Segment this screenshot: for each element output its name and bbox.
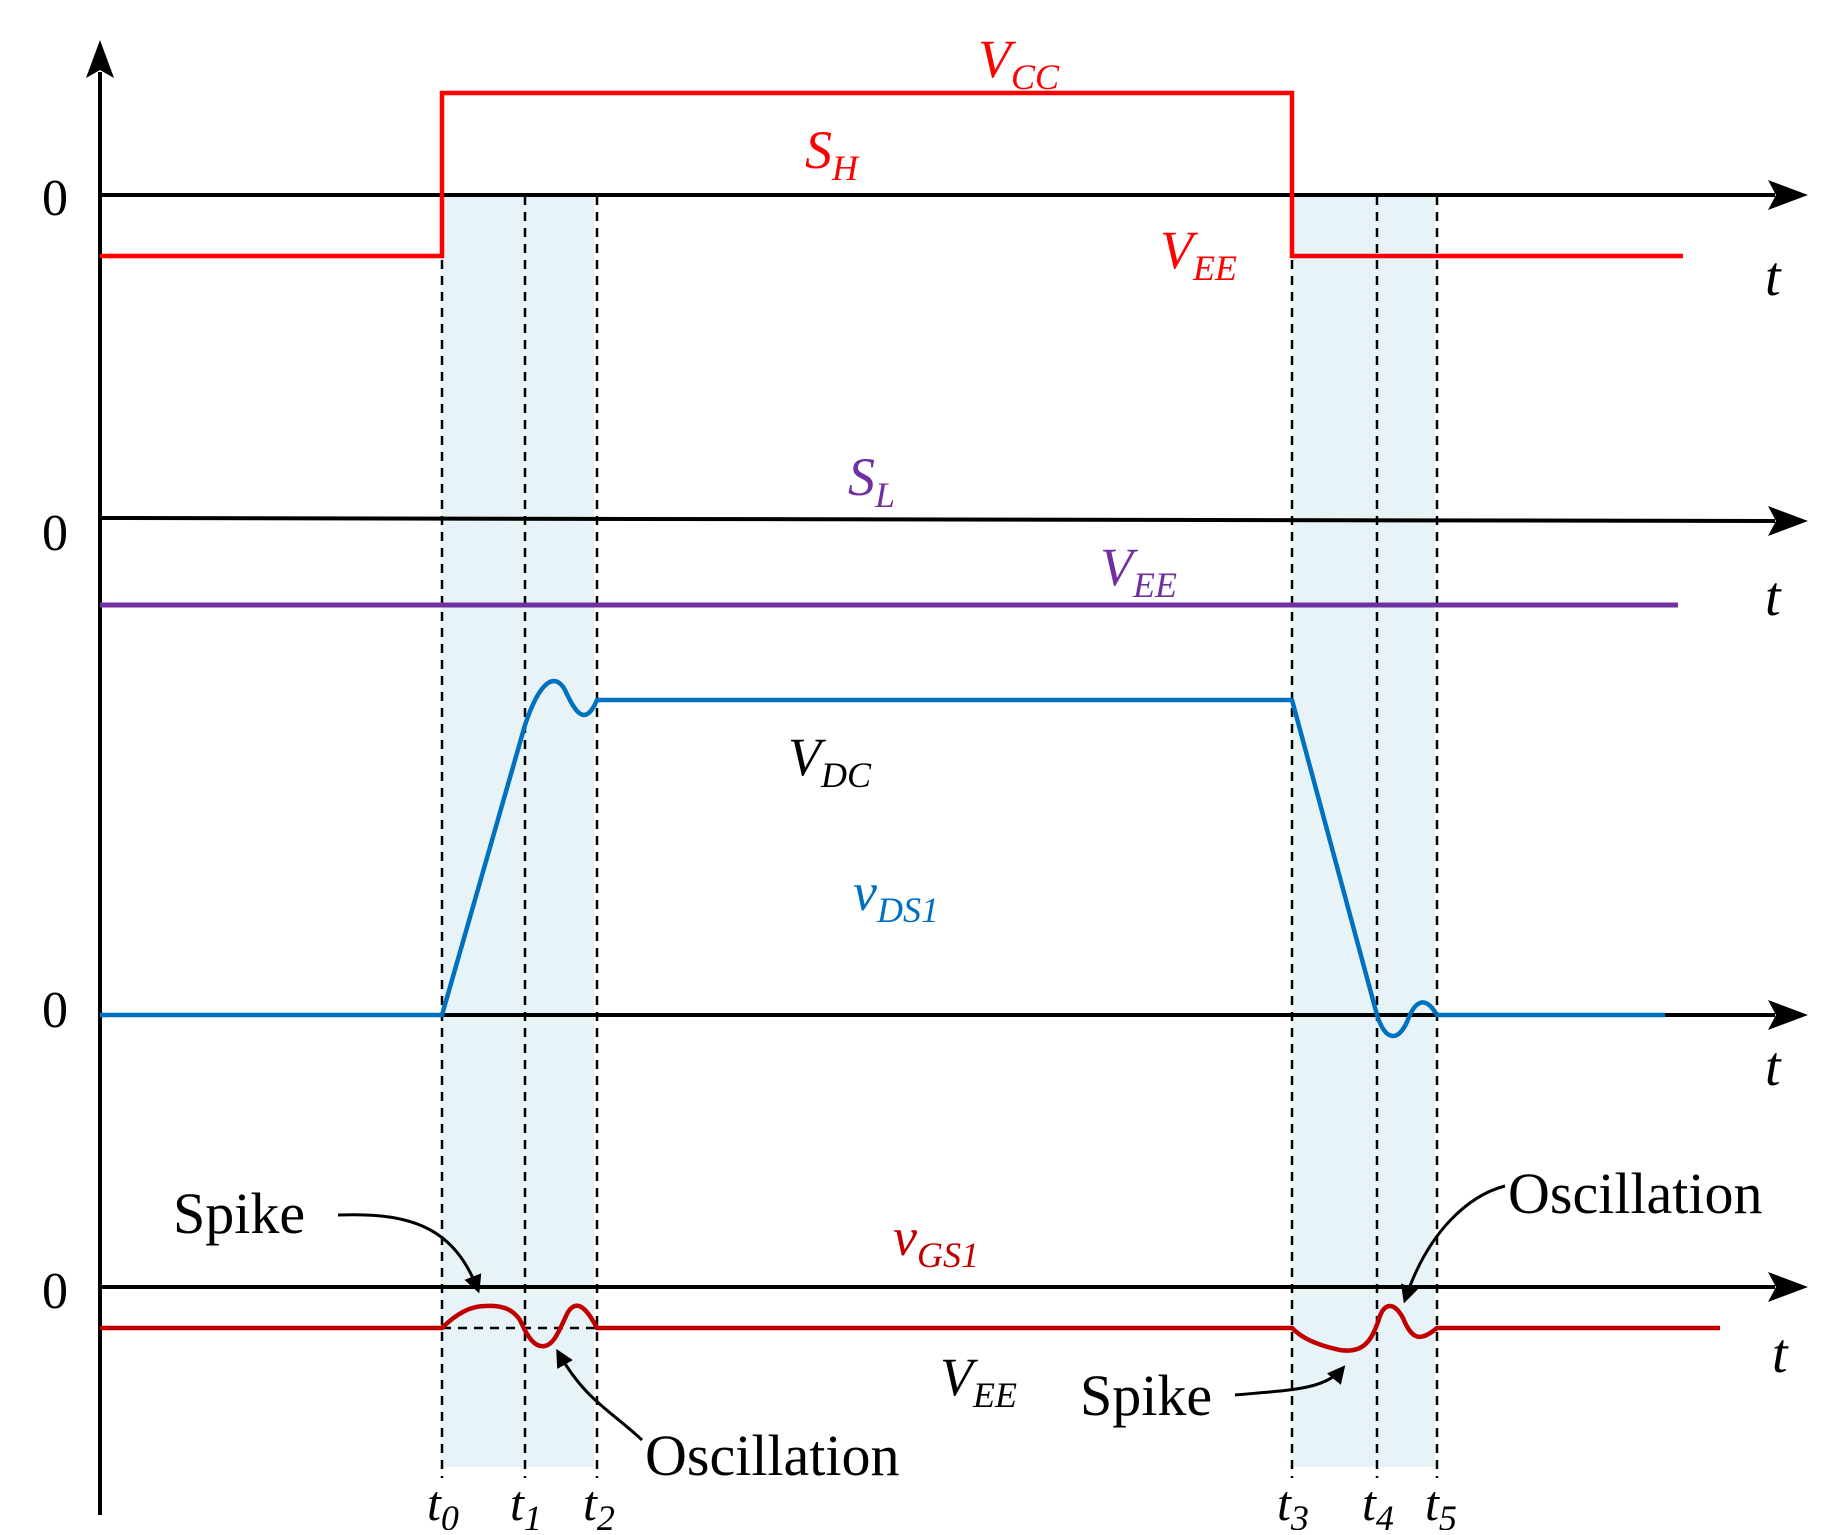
t4-label: t4 xyxy=(1362,1475,1394,1530)
vds1-time-label: t xyxy=(1765,1036,1782,1098)
vgs1-waveform xyxy=(100,1303,1720,1353)
annotation-arrows xyxy=(337,1184,1506,1442)
oscillation-turn-off-annotation: Oscillation xyxy=(1508,1161,1763,1226)
vgs1-zero-label: 0 xyxy=(42,1263,68,1320)
vertical-axis-arrowhead xyxy=(86,40,114,78)
oscillation-turn-on-annotation: Oscillation xyxy=(645,1423,900,1488)
sh-time-label: t xyxy=(1765,246,1782,308)
sh-axis-arrowhead xyxy=(1768,180,1808,210)
vds1-waveform xyxy=(100,678,1665,1038)
spike-turn-off-annotation: Spike xyxy=(1080,1363,1212,1428)
t0-label: t0 xyxy=(427,1475,459,1530)
oscillation-turn-off-arrow xyxy=(1400,1184,1506,1304)
turn-off-shade-region xyxy=(1292,196,1435,1467)
sl-axis-arrowhead xyxy=(1768,506,1808,536)
vee-gate-label: VEE xyxy=(940,1347,1017,1415)
vee-high-label: VEE xyxy=(1160,220,1237,288)
t1-label: t1 xyxy=(510,1475,542,1530)
oscillation-turn-on-arrow xyxy=(556,1348,644,1442)
spike-turn-on-arrow xyxy=(337,1213,482,1294)
vgs1-time-label: t xyxy=(1772,1323,1789,1385)
sl-zero-label: 0 xyxy=(42,505,68,562)
spike-turn-on-annotation: Spike xyxy=(173,1181,305,1246)
vcc-label: VCC xyxy=(978,29,1060,97)
vds1-zero-label: 0 xyxy=(42,982,68,1039)
vds1-label: vDS1 xyxy=(853,862,939,930)
turn-on-shade-region xyxy=(441,196,594,1467)
sh-zero-label: 0 xyxy=(42,170,68,227)
t2-label: t2 xyxy=(583,1475,615,1530)
time-axis-arrowheads xyxy=(1768,180,1808,1302)
t3-label: t3 xyxy=(1277,1475,1309,1530)
sl-time-label: t xyxy=(1765,566,1782,628)
vgs1-label: vGS1 xyxy=(893,1207,979,1275)
sl-time-axis xyxy=(99,516,1776,523)
t5-label: t5 xyxy=(1425,1475,1457,1530)
vgs1-axis-arrowhead xyxy=(1768,1272,1808,1302)
vdc-label: VDC xyxy=(788,727,872,795)
sl-label: SL xyxy=(848,447,895,515)
sh-waveform xyxy=(100,90,1683,259)
vds1-axis-arrowhead xyxy=(1768,1000,1808,1030)
time-axes xyxy=(99,193,1776,1289)
sh-label: SH xyxy=(805,120,860,188)
vee-low-label: VEE xyxy=(1100,537,1177,605)
dashed-time-markers xyxy=(440,196,1439,1478)
spike-turn-off-arrow xyxy=(1234,1365,1346,1397)
